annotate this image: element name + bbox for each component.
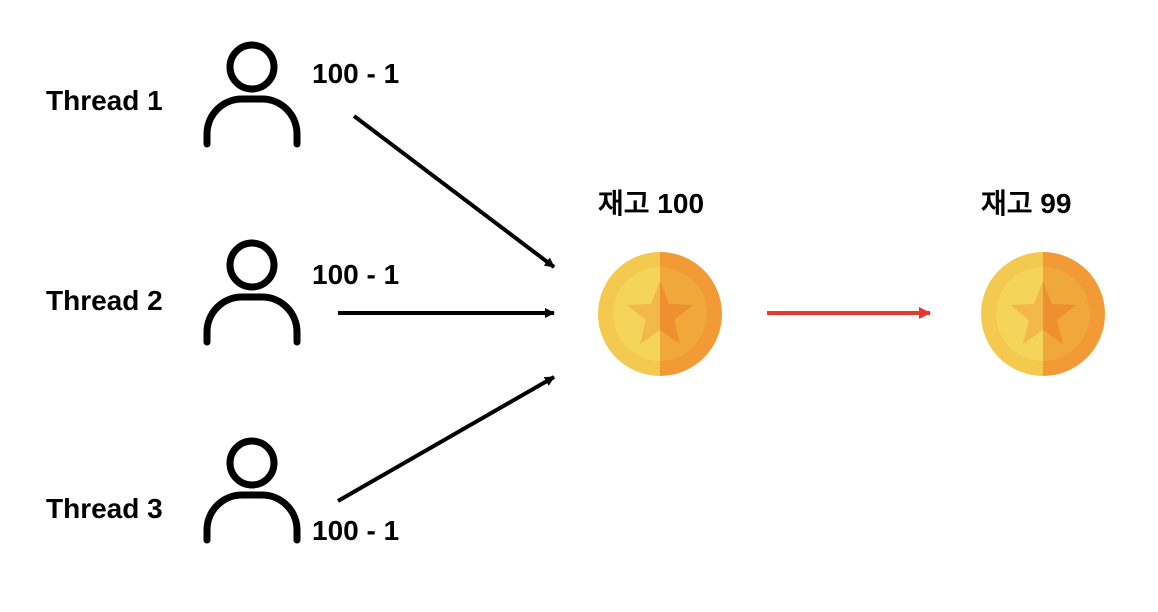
user-icon: [203, 437, 301, 544]
thread-3-operation: 100 - 1: [312, 515, 400, 546]
arrow-thread-3: [337, 375, 555, 503]
thread-1-label: Thread 1: [46, 85, 163, 116]
thread-2-label: Thread 2: [46, 285, 163, 316]
stock-after-label: 재고 99: [981, 188, 1072, 219]
thread-1-operation: 100 - 1: [312, 58, 400, 89]
arrow-thread-1: [352, 114, 556, 269]
coin-star-icon: [981, 252, 1105, 376]
thread-2-operation: 100 - 1: [312, 259, 400, 290]
thread-3-label: Thread 3: [46, 493, 163, 524]
user-icon: [203, 239, 301, 346]
user-icon: [203, 41, 301, 148]
stock-before-label: 재고 100: [598, 188, 705, 219]
coin-star-icon: [598, 252, 722, 376]
